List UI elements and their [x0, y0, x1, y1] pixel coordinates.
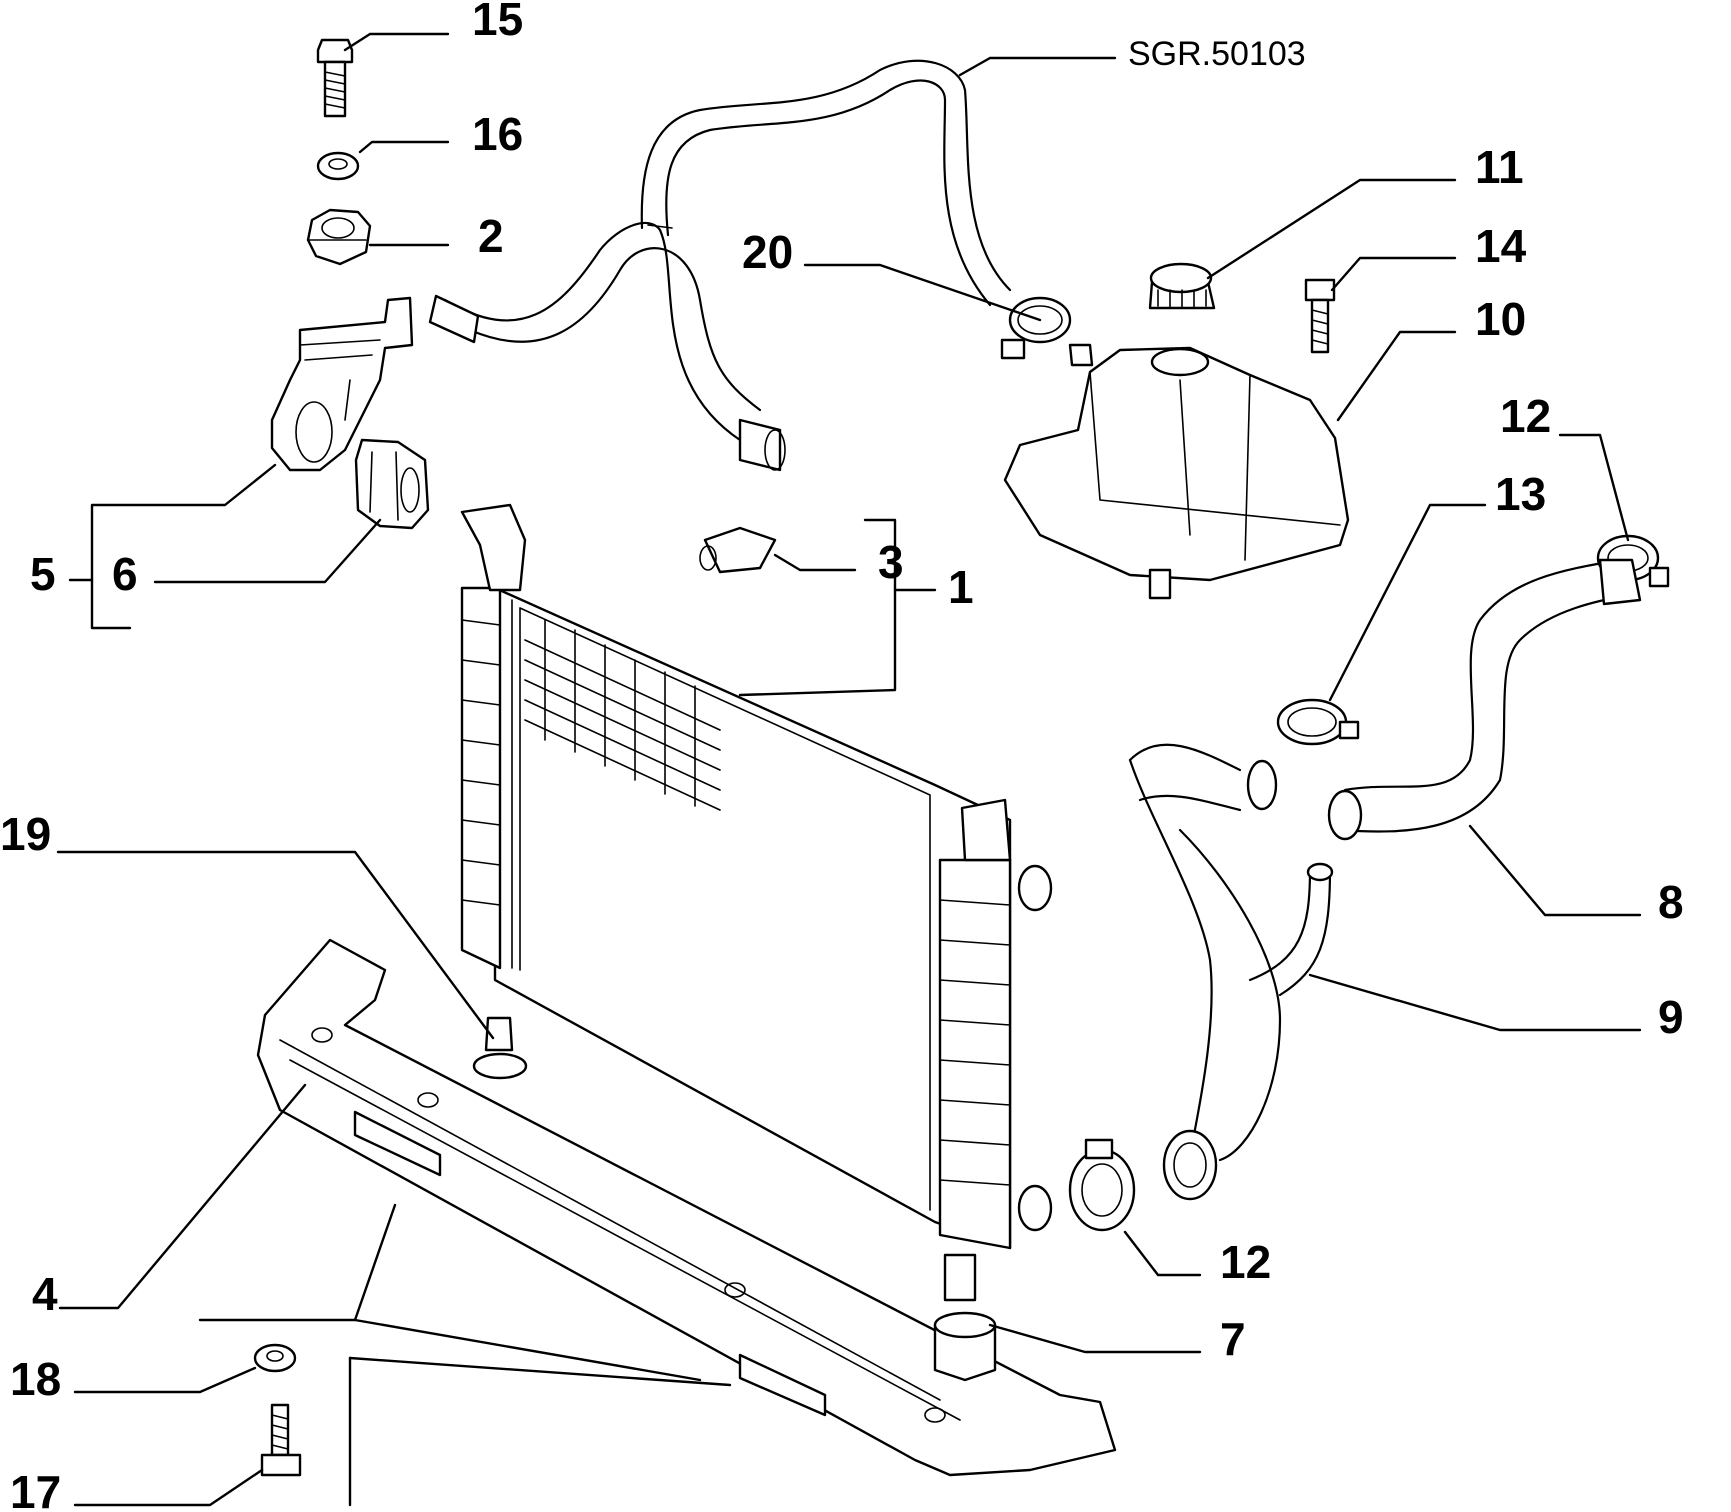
crossmember-4	[256, 938, 1117, 1477]
callout-12-lower: 12	[1220, 1236, 1271, 1288]
callout-3: 3	[878, 536, 904, 588]
clamp-20	[1000, 296, 1072, 360]
callout-20: 20	[742, 226, 793, 278]
screw-14	[1304, 278, 1336, 354]
leader-lines	[56, 32, 1642, 1507]
hose-sgr-50103	[428, 59, 1012, 472]
bolt-17	[260, 1403, 302, 1477]
hose-8	[1327, 558, 1642, 841]
callout-15: 15	[472, 0, 523, 45]
cap-11	[1148, 262, 1216, 310]
callout-4: 4	[32, 1268, 58, 1320]
hose-9	[1128, 743, 1334, 1201]
callout-1: 1	[948, 561, 974, 613]
grommet-6	[354, 438, 430, 530]
callout-2: 2	[478, 210, 504, 262]
callout-13: 13	[1495, 468, 1546, 520]
callout-16: 16	[472, 108, 523, 160]
nut-2	[306, 208, 372, 266]
bolt-15	[316, 38, 354, 118]
clamp-12-lower	[1068, 1138, 1136, 1232]
callout-17: 17	[10, 1466, 61, 1512]
washer-16	[316, 151, 360, 181]
callout-8: 8	[1658, 876, 1684, 928]
washer-18	[253, 1343, 297, 1373]
fastener-19	[472, 1016, 528, 1080]
expansion-tank-10	[1003, 343, 1350, 600]
callout-11: 11	[1475, 141, 1524, 193]
sensor-3	[699, 526, 777, 574]
radiator-1	[460, 503, 1053, 1302]
callout-5: 5	[30, 548, 56, 600]
callout-14: 14	[1475, 220, 1527, 272]
callout-9: 9	[1658, 991, 1684, 1043]
callout-19: 19	[0, 808, 51, 860]
bracket-5	[270, 296, 414, 472]
callout-7: 7	[1220, 1313, 1246, 1365]
clamp-13	[1276, 698, 1360, 746]
callout-18: 18	[10, 1353, 61, 1405]
reference-code: SGR.50103	[1128, 35, 1306, 73]
callout-10: 10	[1475, 293, 1526, 345]
callout-6: 6	[112, 548, 138, 600]
drain-plug-7	[933, 1311, 997, 1382]
callout-12-upper: 12	[1500, 390, 1551, 442]
